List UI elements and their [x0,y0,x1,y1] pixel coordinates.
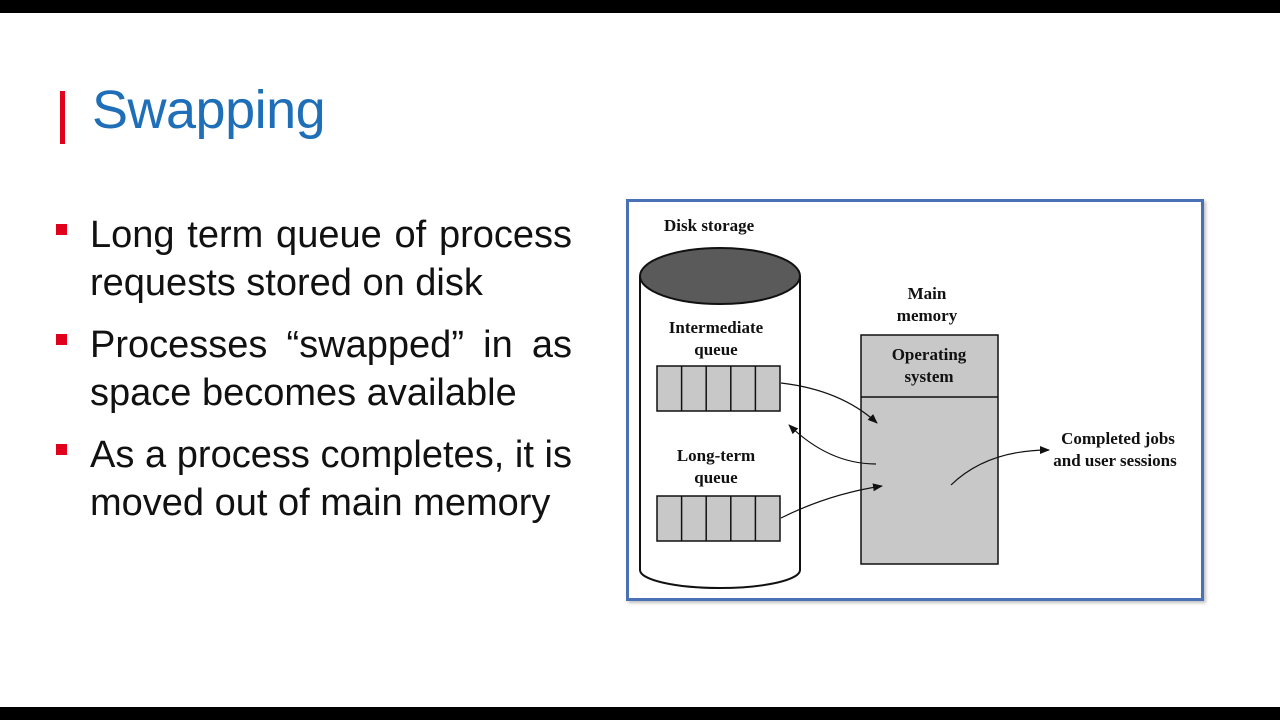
main-memory-label-2: memory [897,306,958,325]
operating-system-label-2: system [904,367,953,386]
slide-title: Swapping [92,80,326,140]
swapping-diagram: Disk storage Intermediate queue Long-ter… [626,199,1204,601]
admit-arrow [780,483,883,519]
completed-label-2: and user sessions [1053,451,1177,470]
bullet-square-icon [56,334,67,345]
disk-storage-label: Disk storage [664,216,755,235]
bullet-item: As a process completes, it is moved out … [54,431,572,527]
main-memory-block [860,334,999,565]
diagram-svg: Disk storage Intermediate queue Long-ter… [639,216,1177,589]
long-term-queue-label-1: Long-term [677,446,755,465]
long-term-queue [656,495,781,542]
bullet-text: Long term queue of process requests stor… [90,214,572,304]
swap-in-arrow [780,382,878,424]
intermediate-queue-label-2: queue [694,340,738,359]
bullet-item: Long term queue of process requests stor… [54,211,572,307]
main-memory-label-1: Main [908,284,947,303]
operating-system-label-1: Operating [892,345,967,364]
title-accent-bar [60,91,65,144]
bullet-text: Processes “swapped” in as space becomes … [90,324,572,414]
long-term-queue-label-2: queue [694,468,738,487]
intermediate-queue [656,365,781,412]
bullet-text: As a process completes, it is moved out … [90,434,572,524]
bullet-item: Processes “swapped” in as space becomes … [54,321,572,417]
intermediate-queue-label-1: Intermediate [669,318,764,337]
bullet-square-icon [56,444,67,455]
bullet-list: Long term queue of process requests stor… [54,211,572,541]
disk-top [639,247,801,305]
bullet-square-icon [56,224,67,235]
completed-label-1: Completed jobs [1061,429,1175,448]
swap-out-arrow [788,424,877,465]
complete-arrow [950,446,1050,486]
